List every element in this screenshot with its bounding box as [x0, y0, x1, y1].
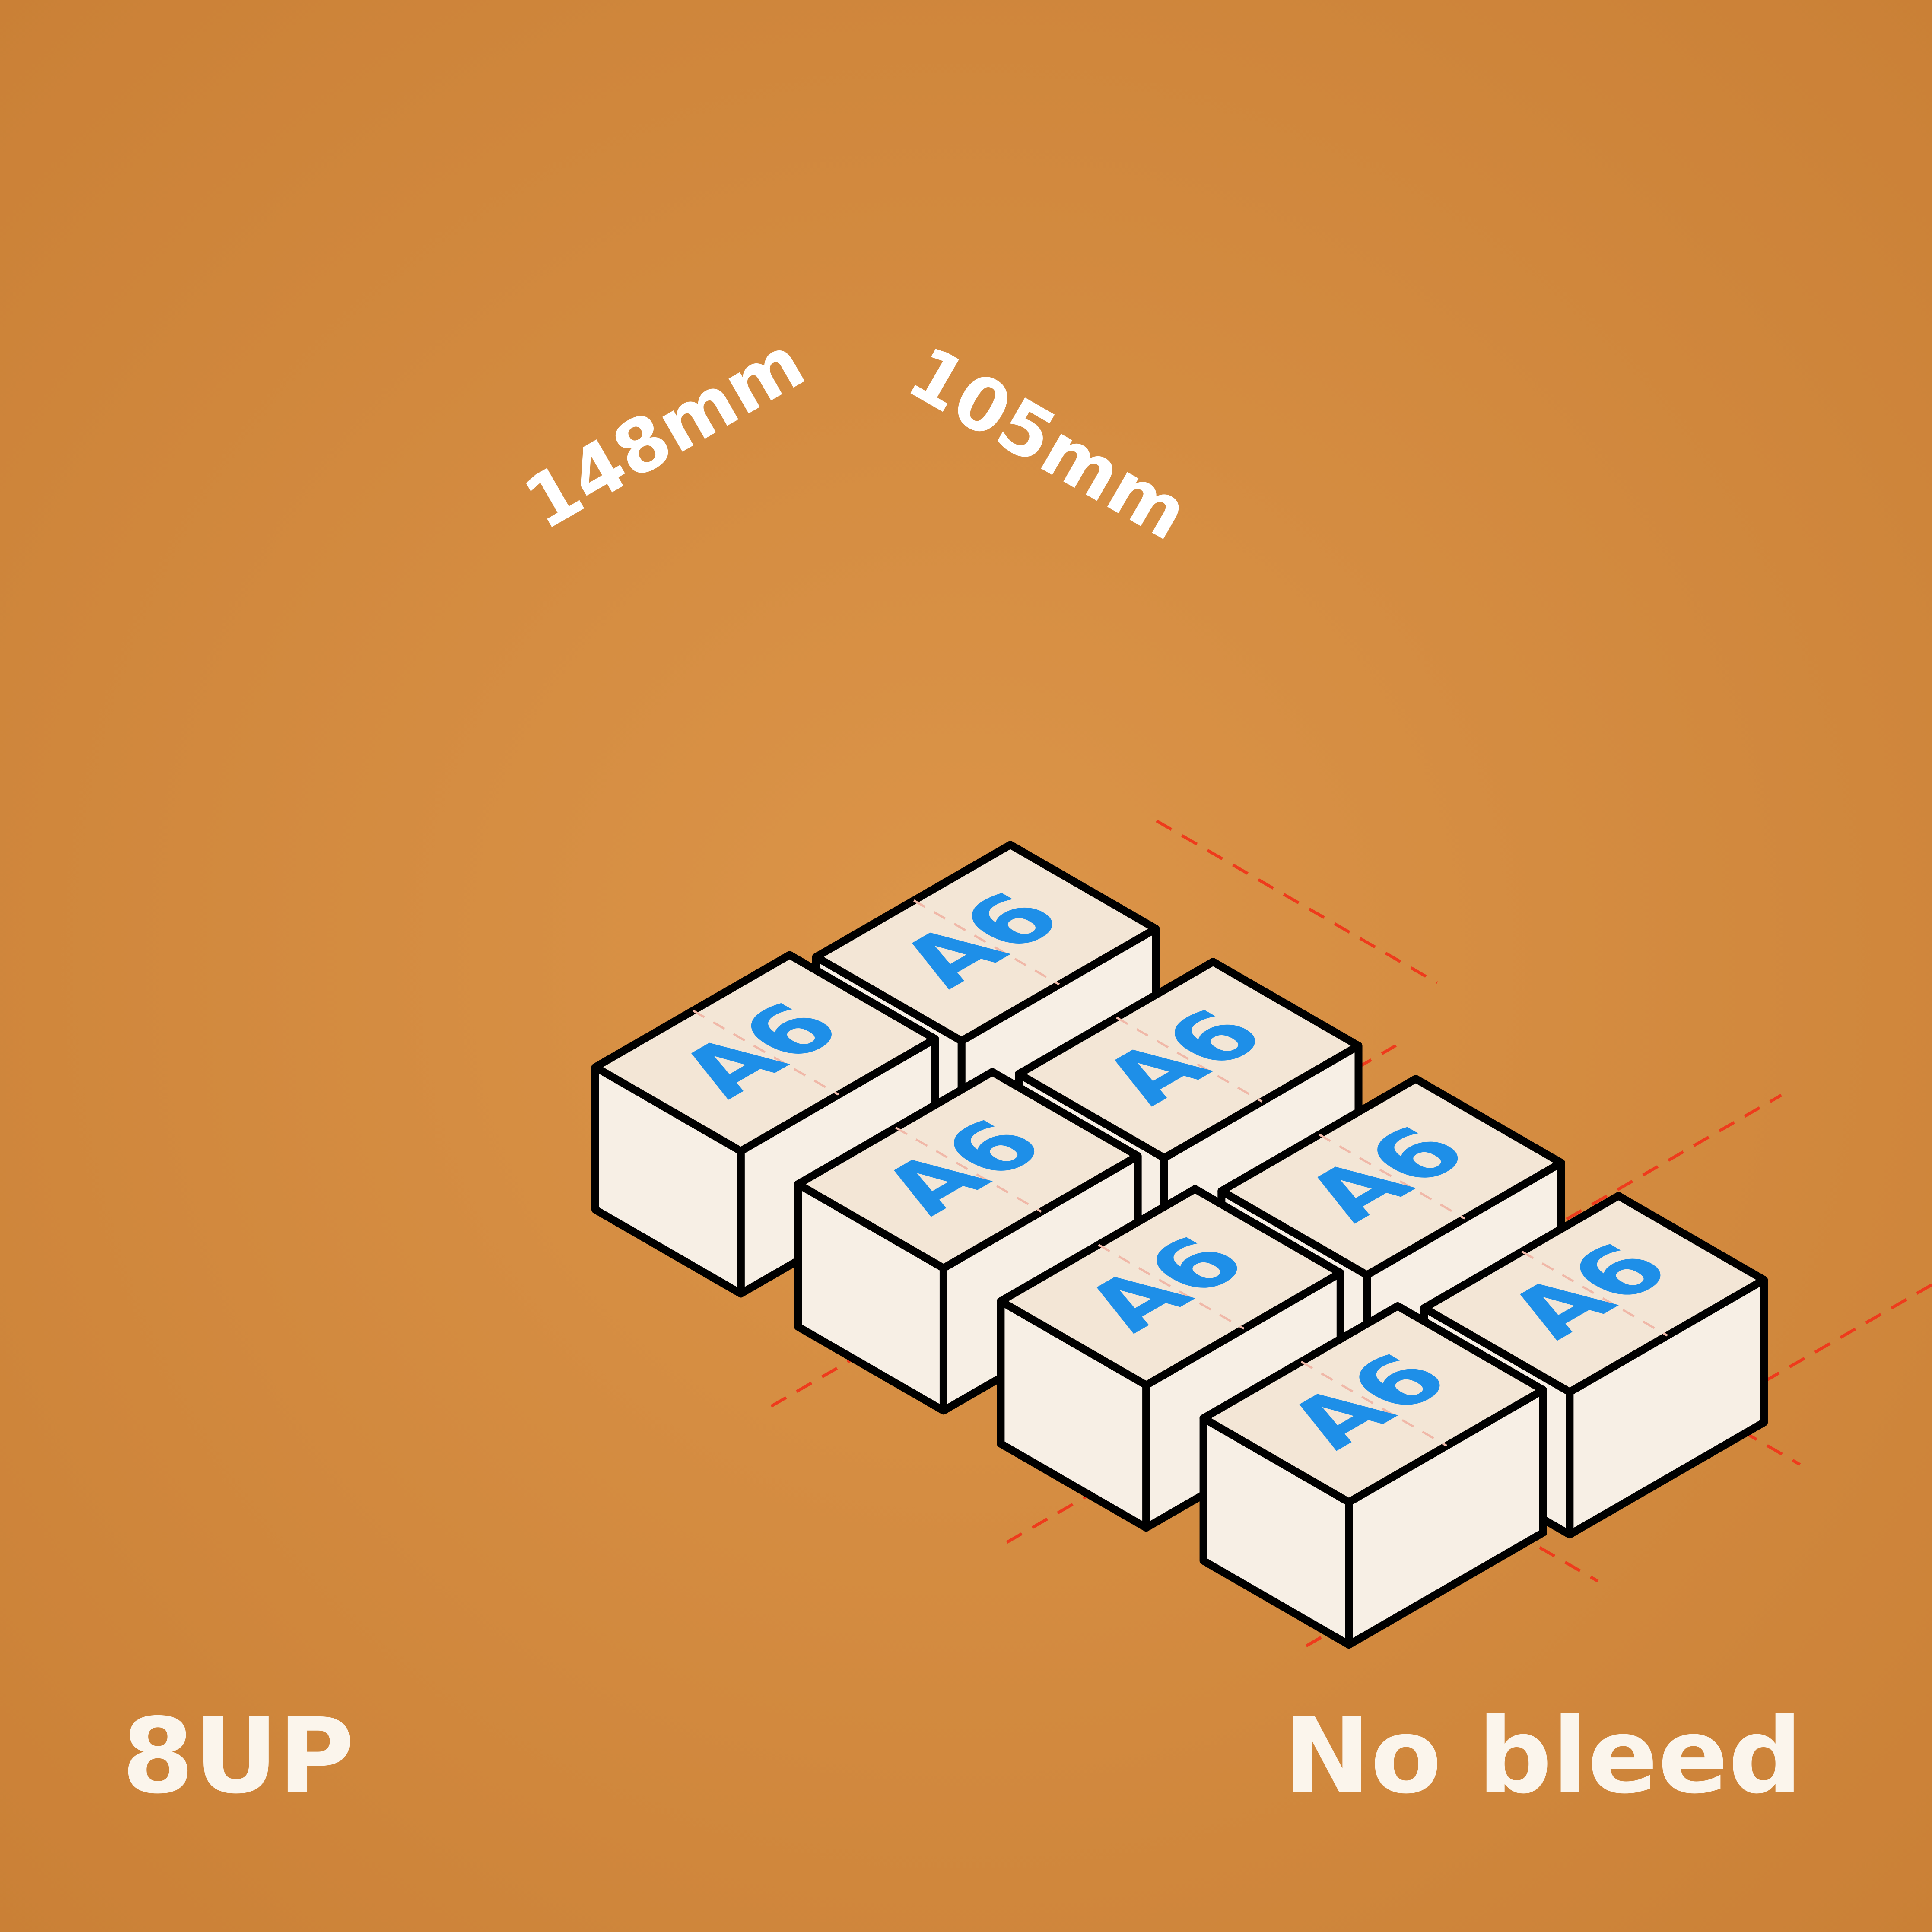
fold-guide-line [1098, 1243, 1245, 1330]
fold-guide-line [693, 1010, 839, 1096]
fold-guide-line [1521, 1250, 1668, 1337]
fold-guide-line [1300, 1360, 1447, 1447]
fold-guide-line [1319, 1133, 1465, 1220]
stack-top [1217, 1075, 1565, 1279]
stack-top [591, 951, 939, 1155]
layout-label: 8UP [122, 1696, 354, 1817]
stack-top [1015, 958, 1363, 1162]
stack-top [1420, 1192, 1768, 1396]
fold-guide-line [895, 1127, 1042, 1213]
fold-guide-line [913, 899, 1060, 985]
fold-guide-line [1116, 1017, 1263, 1103]
stack-top [997, 1185, 1344, 1389]
stack-top [1199, 1302, 1547, 1506]
bleed-label: No bleed [1284, 1696, 1802, 1817]
stack-top [812, 841, 1160, 1045]
stack-top [794, 1068, 1142, 1272]
trim-guide-line [1156, 819, 1438, 985]
